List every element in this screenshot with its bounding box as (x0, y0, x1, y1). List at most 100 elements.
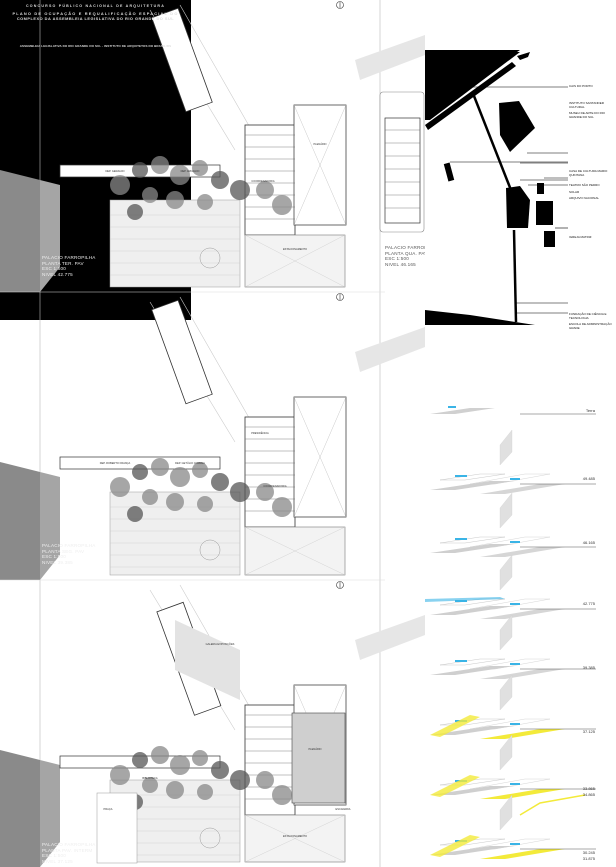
caption-line: NIVEL 42.775 (42, 271, 73, 277)
board-number: 1/8 (571, 15, 611, 48)
room-label: ESCADARIA (335, 808, 351, 811)
circulation-core (455, 538, 467, 540)
room-label: DEP. ARNALDO (180, 170, 200, 173)
bridge-slab (425, 597, 505, 602)
tree-canopy (142, 489, 158, 505)
level-label: 49.485 (582, 476, 595, 481)
floor-slab (469, 536, 551, 548)
tree-canopy (230, 482, 250, 502)
caption-line: PALACIO FARROPILHA (42, 842, 96, 847)
caption-line: PLANTA QUA. PAV (385, 250, 428, 256)
street-line (179, 4, 261, 146)
tree-canopy (166, 191, 184, 209)
tower-slab (499, 794, 513, 831)
circulation-core (455, 720, 467, 722)
fountain (199, 539, 221, 561)
tree-canopy (151, 156, 169, 174)
plan-caption-4th-floor: PALACIO FARROPILHA PLANTA QUA. PAV ESC 1… (385, 245, 439, 267)
floor-slab (469, 658, 551, 670)
floor-slab (430, 481, 515, 490)
site-label: CAIS DO PORTO (569, 84, 593, 88)
organizers: ASSEMBLEIA LEGISLATIVA DO RIO GRANDE DO … (19, 44, 172, 48)
void-cross (293, 104, 347, 226)
tree-canopy (132, 752, 148, 768)
circulation-core (510, 603, 520, 605)
circulation-core (448, 406, 456, 408)
void-cross (244, 234, 346, 288)
site-label: ARQUIVO NACIONAL (569, 196, 600, 200)
annex-building (151, 7, 213, 113)
tower-slab (499, 554, 513, 591)
floor-slab (439, 536, 506, 544)
caption-line: ESC 1:500 (42, 266, 67, 272)
room-label: DEP. GERALDO (105, 170, 125, 173)
floor-slab (469, 778, 551, 790)
tree-canopy (211, 473, 229, 491)
tree-canopy (170, 467, 190, 487)
archive-block (536, 201, 553, 225)
plaza (96, 792, 138, 864)
caption-line: PLANTA TER. PAV (42, 260, 84, 266)
circulation-core (455, 660, 467, 662)
room-label: COORDENADORIA (263, 485, 287, 488)
plan-caption-3rd-floor: PALACIO FARROPILHA PLANTA TER. PAV ESC 1… (42, 255, 96, 277)
fountain (199, 247, 221, 269)
river-mass (425, 52, 520, 120)
public-space-slab (430, 835, 480, 857)
theatre-block (537, 183, 544, 194)
annex-building (151, 299, 213, 405)
floor-slab (430, 786, 515, 795)
terrain-mass (40, 760, 60, 867)
tree-canopy (272, 785, 292, 805)
level-label: 33.865 (582, 786, 595, 791)
room-label: PRAÇA (103, 808, 113, 811)
santander-block (500, 110, 510, 122)
public-space-slab (430, 715, 480, 737)
plenary-block (291, 712, 346, 804)
tree-canopy (192, 462, 208, 478)
fountain (199, 827, 221, 849)
floor-slab (480, 547, 565, 557)
site-label: FUNDAÇÃO DE CIÊNCIA E TECNOLOGIA (569, 312, 607, 320)
floor-slab (439, 658, 506, 666)
floor-slab (439, 598, 506, 606)
caption-line: NIVEL 39.385 (42, 559, 73, 565)
north-arrow-icon (336, 1, 344, 9)
floor-slab (430, 408, 495, 414)
street-axis (512, 229, 518, 323)
caption-line: PLANTA PAV. INTERM (42, 847, 93, 853)
caption-line: PALACIO FARROPILHA (42, 543, 96, 548)
floor-slab (430, 606, 515, 615)
room-label: COORDENADORIA (251, 180, 275, 183)
road (355, 35, 425, 80)
floor-slab (439, 718, 506, 726)
tree-canopy (272, 497, 292, 517)
floor-slab (430, 846, 515, 855)
room-label: BIBLIOTECA (142, 777, 158, 780)
floor-slab (480, 669, 565, 679)
floor-slab (469, 838, 551, 850)
circulation-core (510, 541, 520, 543)
terrain-mass (40, 472, 60, 580)
gallery-block (175, 620, 240, 700)
caption-line: NIVEL 46.165 (385, 261, 416, 267)
hill-mass (425, 310, 535, 325)
level-label: 37.125 (582, 729, 595, 734)
terrain-mass (40, 180, 60, 292)
tree-canopy (170, 165, 190, 185)
tree-canopy (197, 784, 213, 800)
pier (517, 52, 530, 60)
floor-slab (480, 609, 565, 619)
circulation-core (510, 783, 520, 785)
tree-canopy (211, 171, 229, 189)
tower-slab (499, 429, 513, 466)
floor-slab (480, 789, 565, 799)
plan-caption-intermediate-floor: PALACIO FARROPILHA PLANTA PAV. INTERM ES… (42, 842, 96, 864)
inset-building (384, 117, 421, 224)
room-label: PLENÁRIO (308, 748, 322, 751)
circulation-core (510, 478, 520, 480)
tree-canopy (110, 175, 130, 195)
floor-slab (469, 473, 551, 485)
tree-canopy (142, 187, 158, 203)
room-label: ESTACIONAMENTO (282, 248, 308, 251)
